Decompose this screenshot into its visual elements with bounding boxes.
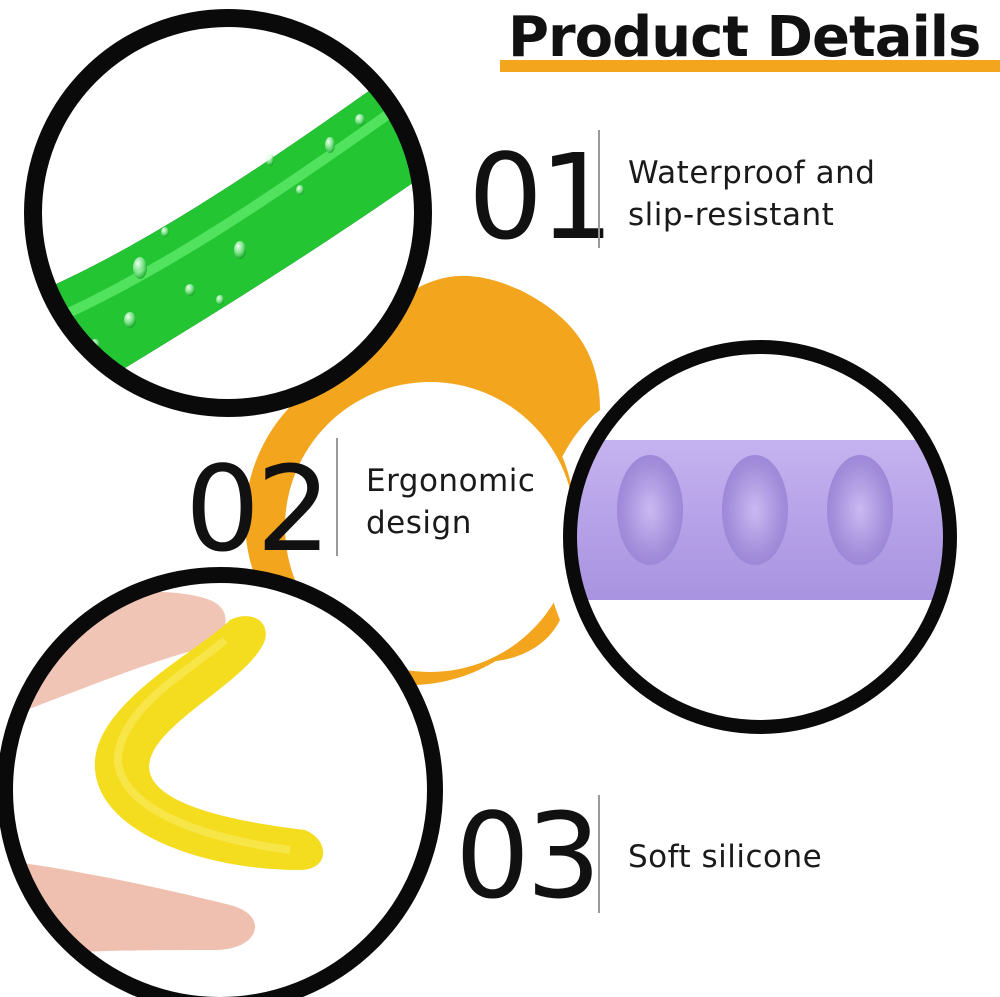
feature-desc-01: Waterproof and slip-resistant: [628, 152, 875, 236]
divider-03: [598, 795, 600, 913]
title-underline: [500, 60, 1000, 72]
feature-number-03: 03: [455, 787, 601, 925]
feature-desc-01-line2: slip-resistant: [628, 197, 835, 233]
divider-01: [598, 130, 600, 248]
feature-image-02: [563, 340, 957, 734]
feature-desc-02-line1: Ergonomic: [366, 463, 536, 499]
white-center-circle: [285, 382, 575, 672]
divider-02: [336, 438, 338, 556]
feature-image-03: [0, 567, 443, 997]
feature-desc-01-line1: Waterproof and: [628, 155, 876, 191]
feature-desc-03: Soft silicone: [628, 836, 822, 878]
feature-number-02: 02: [185, 440, 331, 578]
feature-desc-02-line2: design: [366, 505, 472, 541]
feature-number-01: 01: [468, 128, 614, 266]
feature-desc-03-line1: Soft silicone: [628, 839, 823, 875]
feature-image-01: [24, 9, 432, 417]
feature-desc-02: Ergonomic design: [366, 460, 535, 544]
page-title: Product Details: [508, 5, 981, 70]
